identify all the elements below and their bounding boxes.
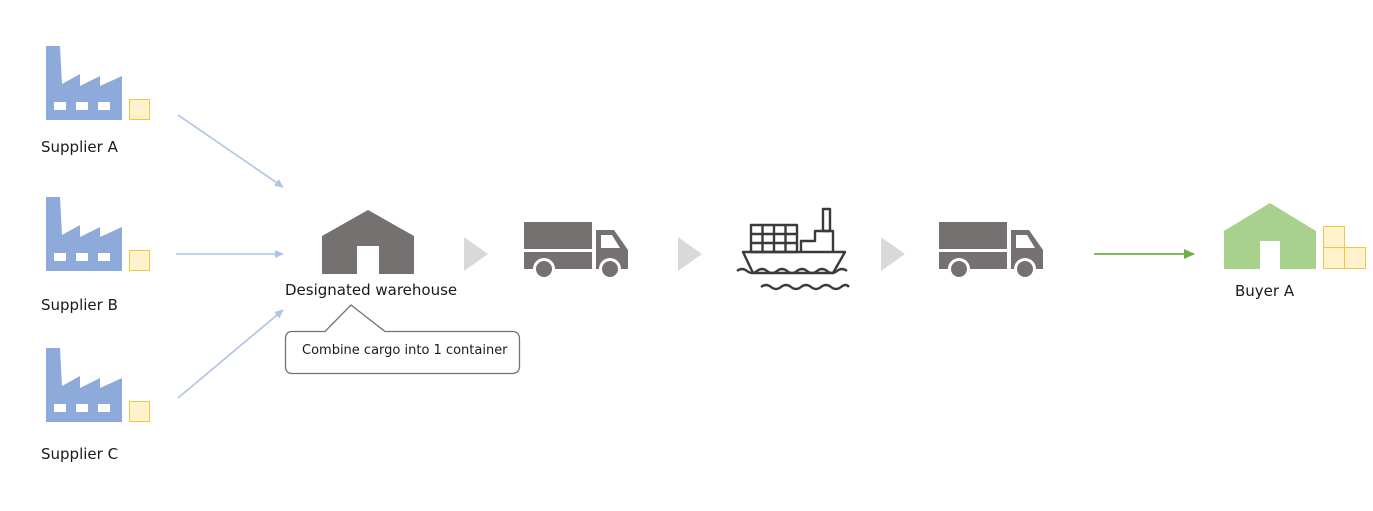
step-arrow-icon bbox=[678, 237, 702, 271]
cargo-box-icon bbox=[129, 250, 150, 271]
callout-text: Combine cargo into 1 container bbox=[302, 343, 508, 358]
arrow-supplier-c bbox=[177, 309, 284, 399]
cargo-box-icon bbox=[1323, 226, 1366, 269]
supplier-b-label: Supplier B bbox=[41, 296, 118, 314]
truck-icon bbox=[939, 222, 1043, 280]
supplier-a-label: Supplier A bbox=[41, 138, 118, 156]
truck-icon bbox=[524, 222, 628, 280]
warehouse-label: Designated warehouse bbox=[285, 281, 458, 299]
arrow-supplier-a bbox=[177, 114, 284, 188]
callout-box bbox=[284, 304, 521, 375]
buyer-warehouse-icon bbox=[1224, 203, 1316, 269]
supplier-c-label: Supplier C bbox=[41, 445, 119, 463]
container-ship-icon bbox=[736, 207, 850, 291]
cargo-box-icon bbox=[129, 99, 150, 120]
factory-icon bbox=[46, 46, 122, 120]
factory-icon bbox=[46, 348, 122, 422]
warehouse-icon bbox=[322, 210, 414, 274]
factory-icon bbox=[46, 197, 122, 271]
cargo-box-icon bbox=[129, 401, 150, 422]
buyer-label: Buyer A bbox=[1235, 282, 1295, 300]
step-arrow-icon bbox=[881, 237, 905, 271]
step-arrow-icon bbox=[464, 237, 488, 271]
